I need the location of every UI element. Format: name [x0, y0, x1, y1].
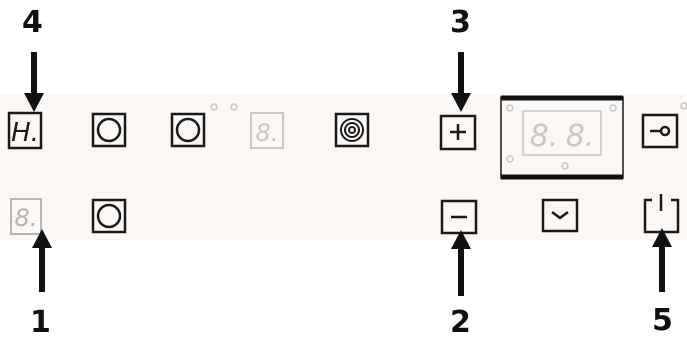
minus-button[interactable] — [440, 199, 478, 235]
panel-background — [0, 95, 687, 240]
timer-digit-1: 8. — [530, 119, 559, 154]
indicator-dot — [230, 103, 238, 111]
callout-arrow-5 — [652, 228, 672, 292]
indicator-dot — [680, 102, 687, 110]
callout-number-2: 2 — [450, 305, 471, 340]
zone-display-bottom: 8. — [10, 198, 42, 235]
key-lock-button[interactable] — [641, 113, 679, 149]
callout-arrow-3 — [451, 52, 471, 112]
cooking-zone-button-2[interactable] — [170, 112, 206, 148]
callout-number-4: 4 — [22, 5, 43, 40]
indicator-dot — [210, 103, 218, 111]
callout-arrow-4 — [24, 52, 44, 112]
callout-arrow-1 — [32, 229, 52, 292]
callout-number-5: 5 — [652, 303, 673, 338]
timer-display: 8. 8. — [500, 95, 624, 180]
zone-indicator-h: H. — [7, 111, 43, 150]
zone-display-ghost-label: 8. — [256, 119, 279, 147]
timer-digit-2: 8. — [566, 119, 595, 154]
callout-number-1: 1 — [30, 305, 51, 340]
cooking-zone-button-1[interactable] — [91, 112, 127, 148]
timer-button[interactable] — [541, 198, 579, 233]
callout-number-3: 3 — [450, 5, 471, 40]
plus-button[interactable] — [439, 114, 477, 151]
cooking-zone-button-3[interactable] — [91, 198, 127, 234]
callout-arrow-2 — [451, 230, 471, 296]
zone-indicator-h-label: H. — [11, 118, 39, 148]
zone-display-ghost: 8. — [250, 112, 284, 149]
extended-zone-button[interactable] — [334, 112, 370, 148]
zone-display-bottom-label: 8. — [15, 204, 38, 232]
